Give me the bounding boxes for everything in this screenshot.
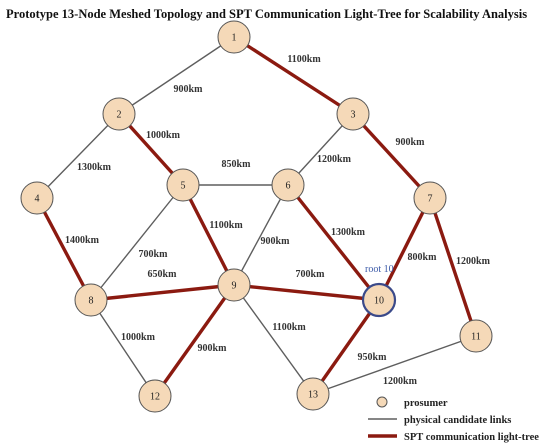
legend-physical-label: physical candidate links	[404, 415, 511, 426]
node-label-2: 2	[117, 110, 122, 121]
node-circle-10	[361, 282, 397, 318]
edge-label-3-6: 1200km	[317, 154, 352, 165]
node-4: 4	[20, 181, 54, 215]
node-9: 9	[217, 268, 251, 302]
node-label-9: 9	[232, 281, 237, 292]
edge-label-5-9: 1100km	[209, 220, 243, 231]
edge-9-13	[233, 284, 314, 395]
node-circle-11	[459, 319, 493, 353]
edges-layer	[35, 35, 478, 397]
edge-label-8-9: 650km	[148, 269, 178, 280]
node-5: 5	[166, 168, 200, 202]
edge-label-9-13: 1100km	[272, 322, 306, 333]
node-label-6: 6	[286, 181, 291, 192]
node-13: 13	[296, 377, 330, 411]
node-6: 6	[271, 168, 305, 202]
legend-prosumer-label: prosumer	[404, 398, 448, 409]
edge-6-9	[233, 184, 289, 286]
edge-11-13	[312, 335, 477, 395]
edge-5-8	[90, 184, 184, 301]
edge-2-4	[36, 113, 120, 199]
node-12: 12	[138, 379, 172, 413]
node-circle-9	[217, 268, 251, 302]
node-label-7: 7	[428, 194, 433, 205]
node-label-1: 1	[232, 33, 237, 44]
node-circle-3	[336, 97, 370, 131]
edge-9-10	[233, 283, 380, 302]
node-circle-1	[217, 20, 251, 54]
node-2: 2	[102, 97, 136, 131]
edge-label-2-4: 1300km	[77, 162, 112, 173]
edge-7-10	[377, 197, 432, 301]
edge-label-2-5: 1000km	[146, 130, 181, 141]
node-1: 1	[217, 20, 251, 54]
edge-labels-layer: 900km 1100km 1300km 1000km 1200km 900km 850km 1…	[65, 54, 491, 387]
diagram-title: Prototype 13-Node Meshed Topology and SP…	[6, 7, 527, 21]
node-7: 7	[413, 181, 447, 215]
node-circle-5	[166, 168, 200, 202]
node-circle-4	[20, 181, 54, 215]
node-circle-2	[102, 97, 136, 131]
node-label-4: 4	[35, 194, 40, 205]
legend: prosumer physical candidate links SPT co…	[368, 396, 539, 443]
node-label-5: 5	[181, 181, 186, 192]
edge-3-7	[351, 112, 432, 200]
edge-1-3	[233, 35, 354, 116]
edge-label-7-11: 1200km	[456, 256, 491, 267]
node-label-3: 3	[351, 110, 356, 121]
edge-label-9-12: 900km	[198, 343, 228, 354]
edge-8-9	[90, 283, 235, 302]
edge-1-2	[118, 36, 235, 115]
legend-prosumer-marker	[376, 396, 388, 408]
edge-label-5-8: 700km	[139, 249, 169, 260]
node-circle-7	[413, 181, 447, 215]
edge-label-1-2: 900km	[174, 84, 204, 95]
edge-4-8	[35, 197, 93, 301]
edge-10-13	[311, 299, 381, 395]
node-3: 3	[336, 97, 370, 131]
edge-label-7-10: 800km	[408, 252, 438, 263]
edge-7-11	[428, 197, 478, 337]
edge-label-3-7: 900km	[396, 137, 426, 148]
edge-8-12	[90, 299, 156, 397]
edge-label-1-3: 1100km	[287, 54, 321, 65]
edge-5-9	[181, 184, 236, 286]
node-label-12: 12	[150, 392, 160, 403]
edge-label-6-10: 1300km	[331, 227, 366, 238]
edge-label-11-13: 1200km	[383, 376, 418, 387]
node-label-8: 8	[89, 296, 94, 307]
edge-label-5-6: 850km	[222, 159, 252, 170]
root-label: root 10	[365, 264, 394, 275]
edge-label-4-8: 1400km	[65, 235, 100, 246]
legend-tree-label: SPT communication light-tree	[404, 432, 539, 443]
node-circle-13	[296, 377, 330, 411]
node-circle-12	[138, 379, 172, 413]
edge-label-9-10: 700km	[296, 269, 326, 280]
node-circle-6	[271, 168, 305, 202]
node-circle-8	[74, 283, 108, 317]
node-8: 8	[74, 283, 108, 317]
edge-9-12	[153, 284, 236, 397]
node-label-13: 13	[308, 390, 318, 401]
node-11: 11	[459, 319, 493, 353]
edge-label-8-12: 1000km	[121, 332, 156, 343]
node-10: 10	[361, 282, 397, 318]
node-label-10: 10	[374, 296, 384, 307]
node-label-11: 11	[471, 332, 481, 343]
edge-6-10	[286, 183, 381, 302]
edge-label-10-13: 950km	[358, 352, 388, 363]
edge-label-6-9: 900km	[261, 236, 291, 247]
